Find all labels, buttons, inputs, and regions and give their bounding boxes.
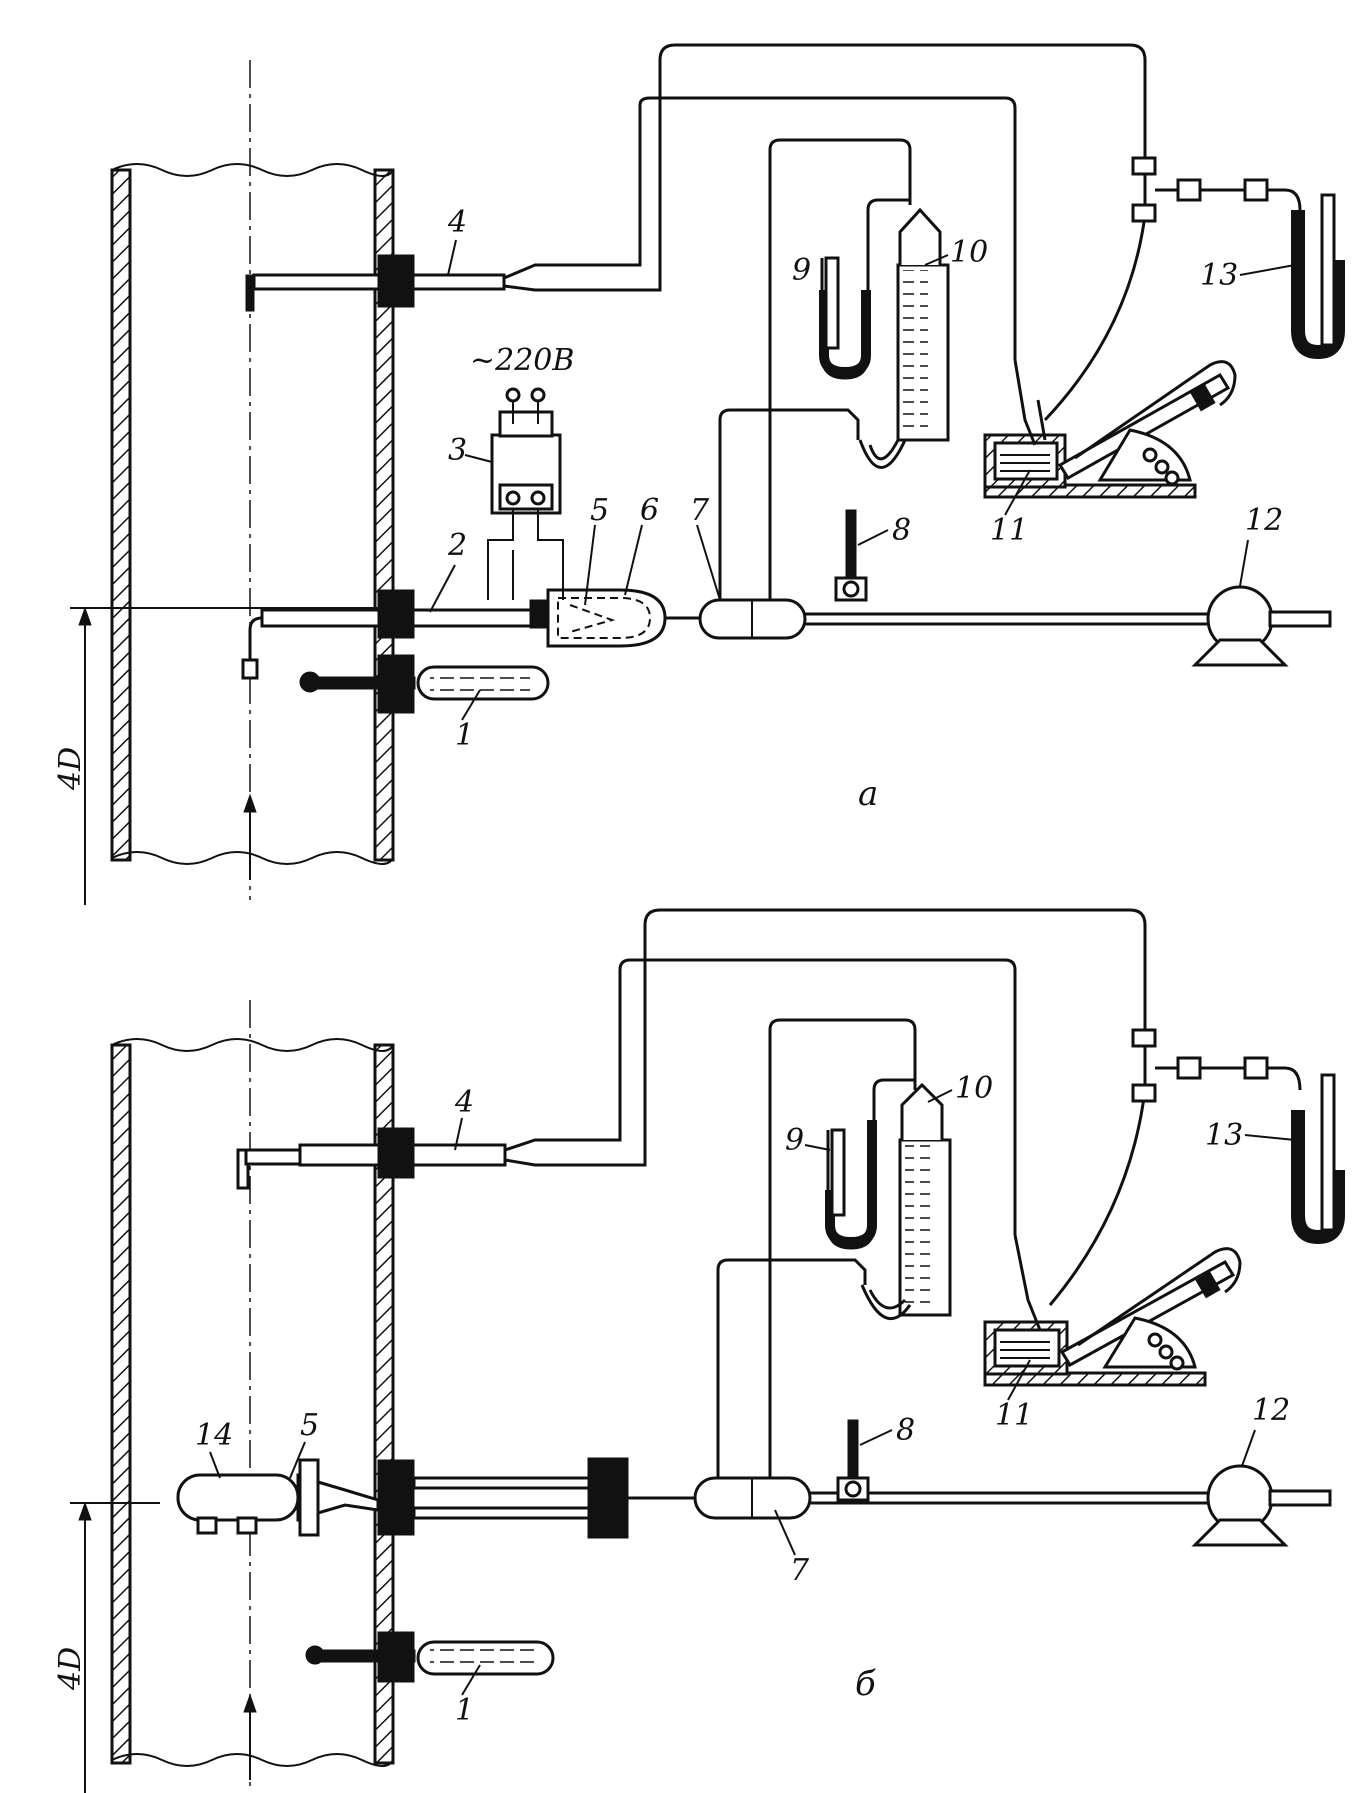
callout-11-a: 11 [990,513,1028,548]
duct-b [110,1000,395,1790]
heated-probe-a [241,588,700,680]
distance-label-b: 4D [53,1647,88,1691]
micromanometer-10-b [860,1082,952,1321]
callout-13-b: 13 [1205,1118,1243,1153]
callouts-b: 14 5 4 1 7 8 9 10 11 12 13 [195,1071,1296,1728]
callout-6-a: 6 [640,493,659,528]
thermometer-8-a [834,509,868,602]
callouts-a: 1 2 3 4 5 6 7 8 9 10 11 12 13 [429,205,1296,753]
distance-dimension-b: 4D [53,1501,160,1793]
callout-12-a: 12 [1245,503,1283,538]
callout-13-a: 13 [1200,258,1238,293]
manometer-9-b [825,1078,915,1250]
inclined-manometer-11-b [983,1089,1242,1387]
thermometer-b [305,1631,555,1683]
callout-11-b: 11 [995,1398,1033,1433]
callout-7-a: 7 [690,493,710,528]
separator-b [693,1018,1240,1520]
thermometer-a [299,654,550,714]
callout-2-a: 2 [447,528,467,563]
callout-9-a: 9 [792,253,811,288]
callout-14-b: 14 [195,1418,233,1453]
diagram-a: 4D [53,43,1345,905]
callout-10-a: 10 [950,235,988,270]
callout-8-b: 8 [896,1413,915,1448]
callout-1-b: 1 [455,1693,474,1728]
distance-label-a: 4D [53,747,88,791]
callout-9-b: 9 [785,1123,804,1158]
transformer-a: ~220В [470,343,574,600]
caption-a: a [858,774,878,814]
callout-4-a: 4 [447,205,467,240]
callout-7-b: 7 [790,1553,810,1588]
caption-b: б [855,1664,876,1704]
duct-a [110,60,395,900]
micromanometer-10-a [858,207,950,469]
callout-4-b: 4 [454,1085,474,1120]
callout-8-a: 8 [892,513,911,548]
inclined-manometer-11-a [983,214,1237,499]
voltage-label-a: ~220В [470,343,574,378]
pump-12-b [1191,1464,1332,1547]
manometer-9-a [819,198,910,380]
callout-5-a: 5 [590,493,609,528]
distance-dimension-a: 4D [53,606,380,905]
diagram-b: 4D [53,908,1345,1793]
callout-3-a: 3 [448,433,467,468]
callout-12-b: 12 [1252,1393,1290,1428]
manometer-13-b [1131,1028,1345,1245]
pump-12-a [1191,585,1332,667]
callout-1-a: 1 [455,718,474,753]
pitot-tube-b [236,908,1147,1235]
venturi-probe-b [176,1457,700,1539]
callout-10-b: 10 [955,1071,993,1106]
thermometer-8-b [836,1419,870,1502]
manometer-13-a [1131,156,1345,360]
pitot-tube-a [245,43,1147,360]
separator-a [665,138,1240,640]
callout-5-b: 5 [300,1408,319,1443]
